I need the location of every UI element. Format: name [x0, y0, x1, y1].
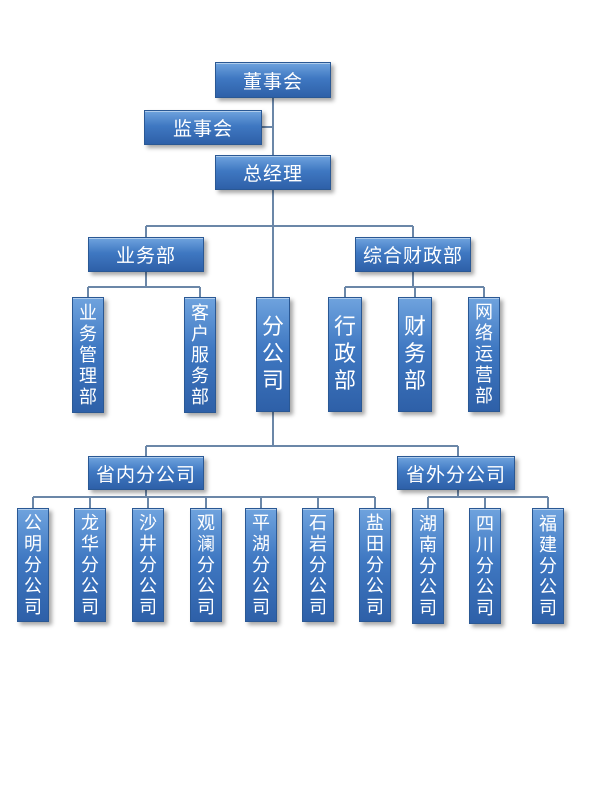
supervisory-node: 监事会	[144, 110, 262, 145]
pinghu-branch-node: 平湖分公司	[245, 508, 277, 622]
admin-node: 行政部	[328, 297, 362, 412]
longhua-branch-node: 龙华分公司	[74, 508, 106, 622]
shajing-branch-node: 沙井分公司	[132, 508, 164, 622]
fujian-branch-node: 福建分公司	[532, 508, 564, 624]
sichuan-branch-node: 四川分公司	[469, 508, 501, 624]
gm-node: 总经理	[215, 155, 331, 190]
network-ops-node: 网络运营部	[468, 297, 500, 412]
customer-service-node: 客户服务部	[184, 297, 216, 413]
yantian-branch-node: 盐田分公司	[359, 508, 391, 622]
board-node: 董事会	[215, 62, 331, 98]
hunan-branch-node: 湖南分公司	[412, 508, 444, 624]
finance-node: 财务部	[398, 297, 432, 412]
branch-node: 分公司	[256, 297, 290, 412]
in-province-node: 省内分公司	[88, 456, 204, 490]
gongming-branch-node: 公明分公司	[17, 508, 49, 622]
shiyan-branch-node: 石岩分公司	[302, 508, 334, 622]
finance-dept-node: 综合财政部	[355, 237, 471, 272]
out-province-node: 省外分公司	[397, 456, 515, 490]
business-mgmt-node: 业务管理部	[72, 297, 104, 413]
guanlan-branch-node: 观澜分公司	[190, 508, 222, 622]
business-dept-node: 业务部	[88, 237, 204, 272]
